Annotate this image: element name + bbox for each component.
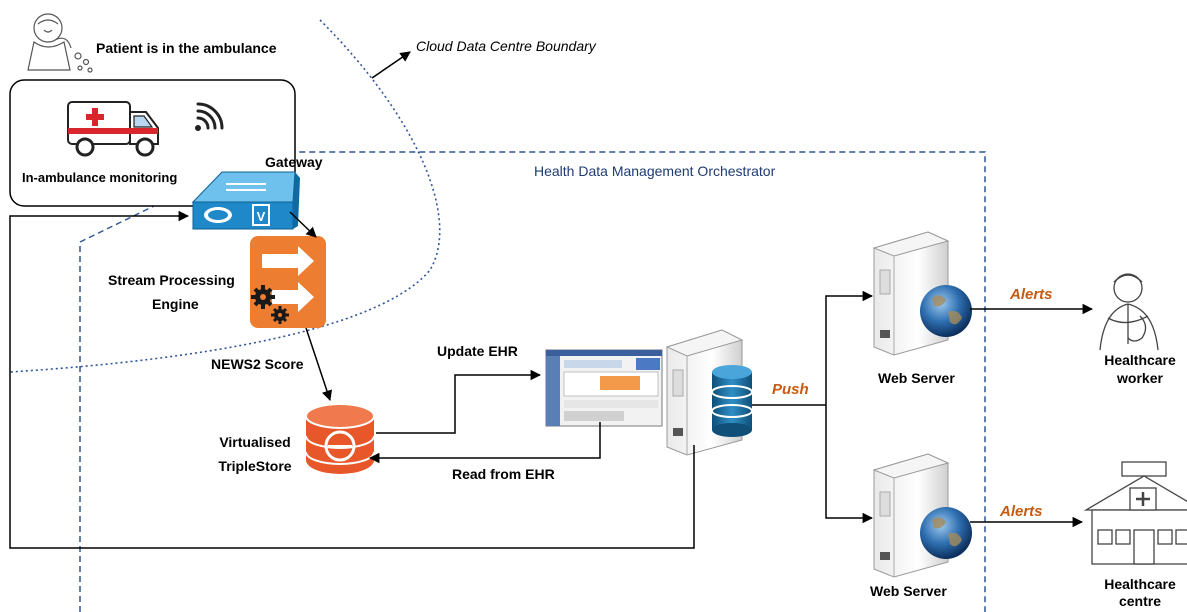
patient-sketch-icon [27,13,93,73]
ambulance-icon [67,101,159,157]
triplestore-icon [305,403,375,474]
cloud-boundary-label: Cloud Data Centre Boundary [416,38,596,54]
gateway-switch-icon: V [191,171,300,230]
hospital-icon [1083,461,1187,565]
doctor-sketch-icon [1099,273,1159,351]
engine-label: Engine [152,296,199,312]
gear-icon [251,285,289,324]
update-ehr-label: Update EHR [437,343,518,359]
alerts-label-top: Alerts [1010,286,1053,303]
gateway-badge: V [257,209,266,224]
cloud-boundary-arrow [371,51,411,79]
web-server-icon-top [872,231,972,356]
web-server-label-bottom: Web Server [870,583,947,599]
in-ambulance-label: In-ambulance monitoring [22,170,178,185]
healthcare-centre-label-1: Healthcare [1104,576,1176,592]
stream-processing-label: Stream Processing [108,272,235,288]
push-label: Push [772,381,809,398]
web-server-label-top: Web Server [878,370,955,386]
healthcare-worker-label-1: Healthcare [1104,352,1176,368]
globe-icon [920,285,972,337]
connectors [9,210,1094,549]
orchestrator-title: Health Data Management Orchestrator [534,163,776,179]
news2-label: NEWS2 Score [211,356,304,372]
virtualised-label: Virtualised [219,434,291,450]
database-icon [711,365,753,437]
wifi-icon [195,102,224,131]
gateway-label: Gateway [265,154,323,170]
web-server-icon-bottom [872,453,972,578]
patient-label: Patient is in the ambulance [96,40,277,56]
healthcare-worker-label-2: worker [1117,370,1163,386]
globe-icon [920,507,972,559]
ehr-screen-icon [545,349,663,427]
healthcare-centre-label-2: centre [1118,593,1162,609]
read-ehr-label: Read from EHR [452,466,555,482]
alerts-label-bottom: Alerts [1000,503,1043,520]
triplestore-label: TripleStore [218,458,292,474]
